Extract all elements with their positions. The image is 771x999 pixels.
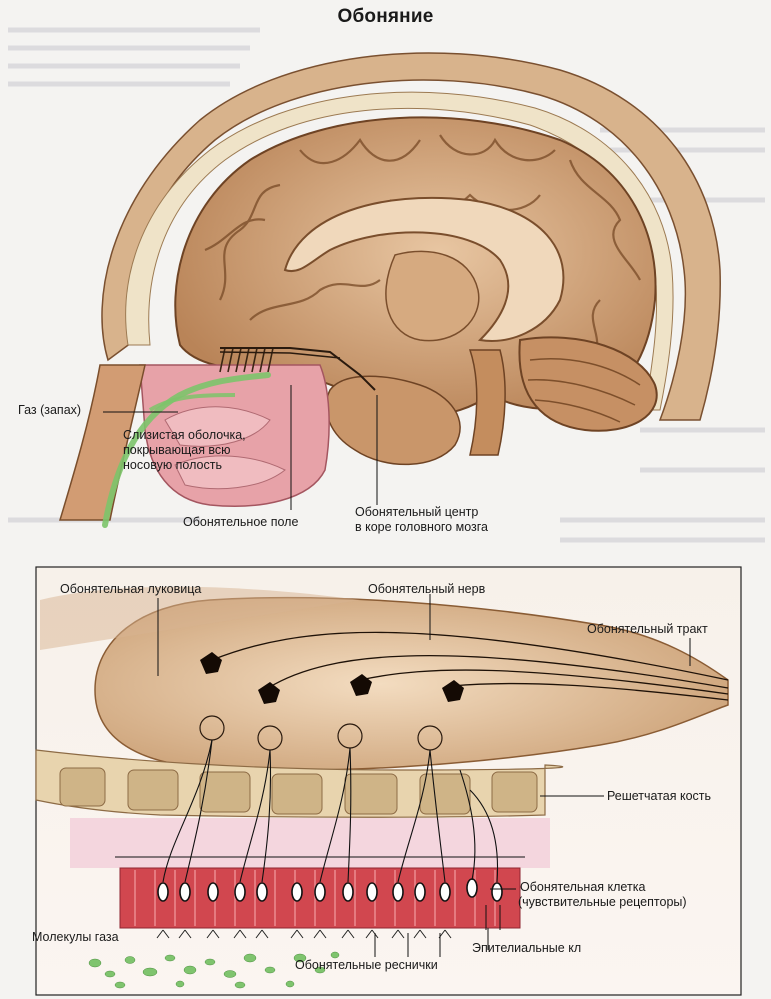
page-title: Обоняние [337, 6, 434, 27]
gas-molecules [88, 951, 340, 989]
label-ethmoid-bone: Решетчатая кость [607, 789, 712, 803]
label-olfactory-field: Обонятельное поле [183, 515, 299, 529]
scalp [101, 52, 721, 421]
label-olfactory-cell-line1: Обонятельная клетка [520, 880, 646, 894]
olfactory-detail-panel [35, 566, 742, 996]
temporal-lobe [325, 375, 461, 466]
corpus-callosum [283, 196, 565, 342]
label-olfactory-center-line1: Обонятельный центр [355, 505, 479, 519]
label-mucosa-line1: Слизистая оболочка, [123, 428, 246, 442]
receptor-cells [157, 878, 503, 902]
label-olfactory-cell-line2: (чувствительные рецепторы) [518, 895, 687, 909]
label-gas-smell: Газ (запах) [18, 403, 82, 417]
skull-bone [125, 91, 674, 411]
cerebellum [518, 336, 658, 432]
label-gas-molecules: Молекулы газа [32, 930, 119, 944]
label-mucosa-line2: покрывающая всю [123, 443, 231, 457]
label-olfactory-bulb: Обонятельная луковица [60, 582, 202, 596]
nose-profile [58, 364, 146, 521]
ethmoid-bone [35, 749, 564, 818]
label-epithelial-cells: Эпителиальные кл [472, 941, 582, 955]
head-cross-section [58, 52, 721, 528]
label-olfactory-nerve: Обонятельный нерв [368, 582, 486, 596]
label-olfactory-center-line2: в коре головного мозга [355, 520, 488, 534]
brainstem [468, 349, 506, 456]
mitral-cells [200, 652, 464, 704]
label-olfactory-tract: Обонятельный тракт [587, 622, 708, 636]
thalamus [385, 250, 480, 342]
label-mucosa-line3: носовую полость [123, 458, 222, 472]
label-olfactory-cilia: Обонятельные реснички [295, 958, 438, 972]
